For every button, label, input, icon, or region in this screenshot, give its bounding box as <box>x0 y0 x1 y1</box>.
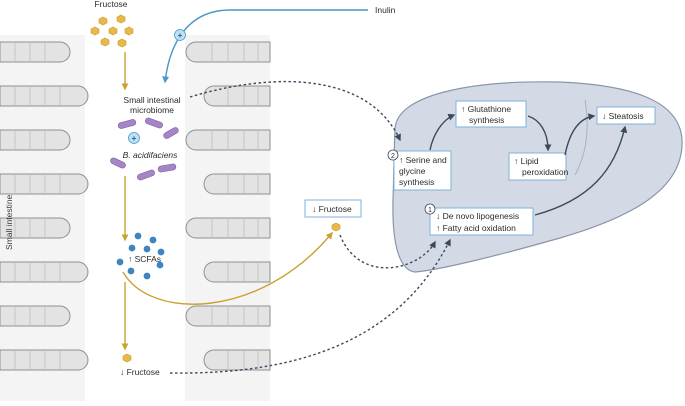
steatosis-box: ↓ Steatosis <box>596 106 656 125</box>
microbiome-plus-badge <box>128 132 140 144</box>
marker-1-circle <box>424 203 436 215</box>
fructose-top-label: Fructose <box>94 0 127 9</box>
svg-text:↑ Fatty acid oxidation: ↑ Fatty acid oxidation <box>436 223 516 233</box>
intestinal-lumen <box>85 35 185 401</box>
inulin-label: Inulin <box>375 5 396 15</box>
bacteria-label: B. acidifaciens <box>123 150 179 160</box>
svg-text:↓ De novo lipogenesis: ↓ De novo lipogenesis <box>436 211 519 221</box>
inulin-arrow <box>162 9 368 84</box>
inulin-plus-sign: + <box>178 31 183 40</box>
svg-text:↑ Lipid: ↑ Lipid <box>514 156 539 166</box>
fructose-box-to-lipogenesis-dotted-arrow <box>339 234 436 269</box>
svg-text:glycine: glycine <box>399 166 426 176</box>
microbiome-label-line1: Small intestinal <box>123 95 180 105</box>
left-wall-cells <box>14 42 61 370</box>
fructose-box <box>304 199 362 218</box>
microbiome-label-line2: microbiome <box>130 105 174 115</box>
lipogenesis-box: ↓ De novo lipogenesis ↑ Fatty acid oxida… <box>429 207 534 236</box>
inulin-plus-badge <box>174 29 186 41</box>
svg-text:peroxidation: peroxidation <box>522 167 569 177</box>
marker-2-circle <box>387 149 399 161</box>
fructose-bottom-label: ↓ Fructose <box>120 367 160 377</box>
scfa-molecules <box>116 232 165 280</box>
svg-text:↑ Serine and: ↑ Serine and <box>399 155 447 165</box>
fructose-molecules-top <box>90 14 134 48</box>
right-wall-cells <box>211 42 259 370</box>
svg-text:↓ Steatosis: ↓ Steatosis <box>602 111 644 121</box>
svg-text:synthesis: synthesis <box>469 115 504 125</box>
lipogenesis-to-steatosis-arrow <box>534 125 628 216</box>
liver-lobe-line <box>574 99 588 176</box>
microbiome-to-serine-dotted-arrow <box>189 80 401 142</box>
svg-text:↑ Glutathione: ↑ Glutathione <box>461 104 511 114</box>
glutathione-box: ↑ Glutathione synthesis <box>455 100 527 128</box>
lipid-to-steatosis-arrow <box>564 113 596 156</box>
lipid-peroxidation-box: ↑ Lipid peroxidation <box>508 152 569 181</box>
fructose-molecule-box <box>331 222 341 232</box>
serine-to-glutathione-arrow <box>429 113 456 151</box>
svg-text:synthesis: synthesis <box>399 177 434 187</box>
fructose-molecule-bottom <box>122 353 132 363</box>
small-intestine-label: Small intestine <box>4 194 14 250</box>
serine-glycine-box: ↑ Serine and glycine synthesis <box>393 150 452 191</box>
bacteria-cluster <box>110 117 179 181</box>
scfa-label: ↑ SCFAs <box>128 254 161 264</box>
left-intestinal-wall <box>0 41 89 371</box>
fructose-to-lipogenesis-dotted-arrow <box>169 238 451 374</box>
microbiome-plus-sign: + <box>132 134 137 143</box>
right-intestinal-wall <box>185 41 271 371</box>
glutathione-to-lipid-arrow <box>527 115 552 152</box>
marker-2-label: 2 <box>391 153 395 160</box>
scfa-to-fructose-box-arrow <box>122 231 333 305</box>
marker-1-label: 1 <box>428 207 432 214</box>
fructose-box-label: ↓ Fructose <box>312 204 352 214</box>
